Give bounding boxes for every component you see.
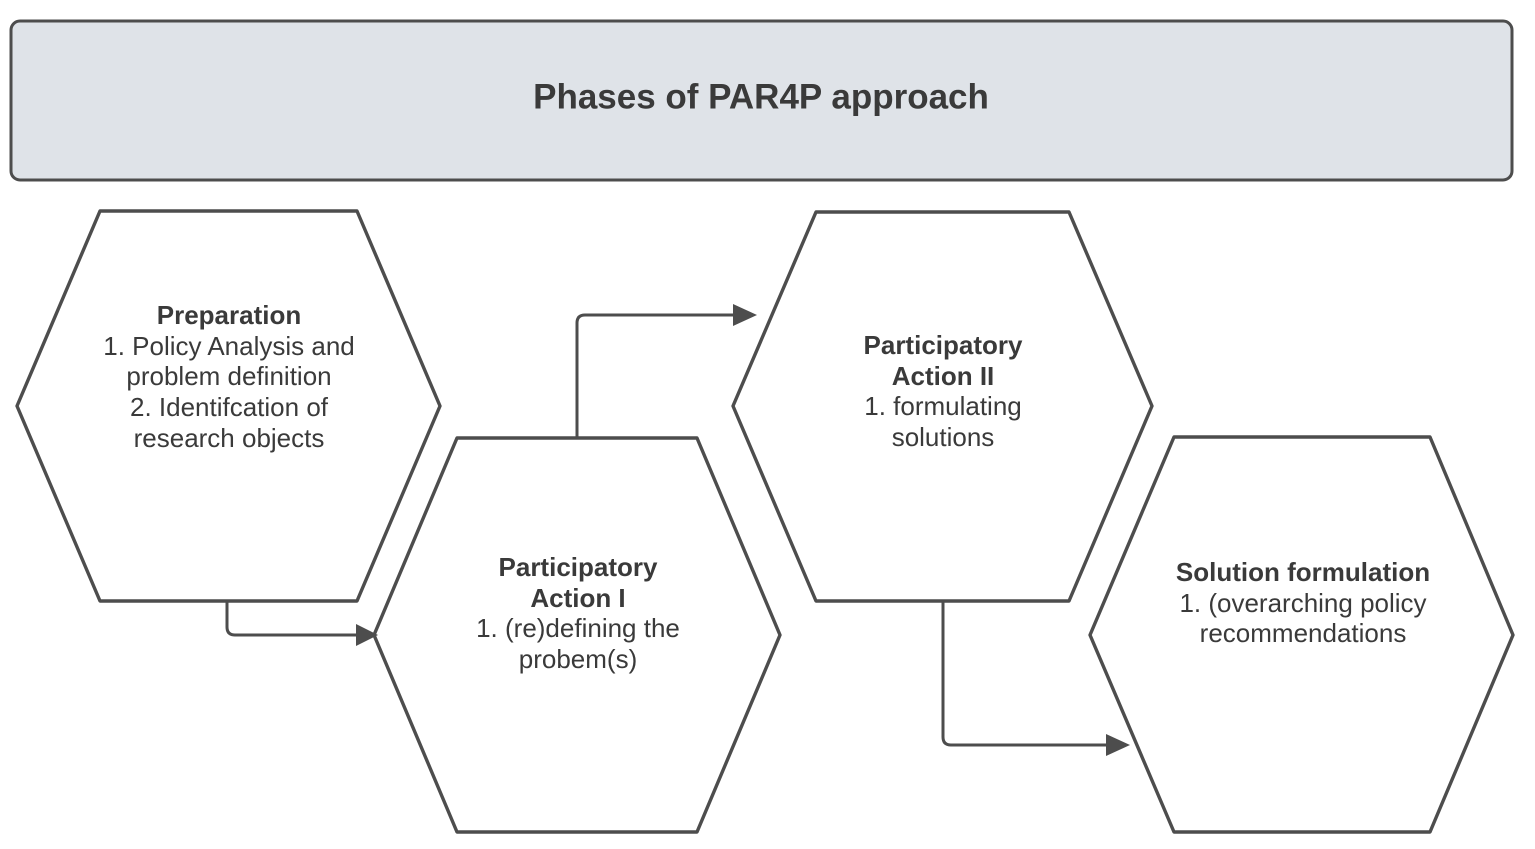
hexagon-participatory-action-1[interactable] — [372, 436, 782, 834]
arrow-pa1-to-pa2-line — [575, 313, 733, 438]
hexagon-preparation[interactable] — [15, 209, 442, 603]
arrow-pa2-to-solution-head — [1106, 734, 1130, 756]
header-banner: Phases of PAR4P approach — [9, 19, 1514, 182]
arrow-pa1-to-pa2 — [575, 304, 757, 438]
hexagon-participatory-action-2[interactable] — [731, 210, 1154, 603]
hexagon-solution-formulation[interactable] — [1088, 435, 1515, 834]
arrow-prep-to-pa1-head — [356, 624, 378, 646]
arrow-pa1-to-pa2-head — [733, 304, 757, 326]
arrow-pa2-to-solution — [941, 601, 1130, 756]
arrow-prep-to-pa1-line — [225, 601, 356, 637]
arrow-prep-to-pa1 — [225, 601, 378, 646]
arrow-pa2-to-solution-line — [941, 601, 1106, 747]
header-banner-box — [9, 19, 1514, 182]
page-title: Phases of PAR4P approach — [533, 77, 989, 116]
